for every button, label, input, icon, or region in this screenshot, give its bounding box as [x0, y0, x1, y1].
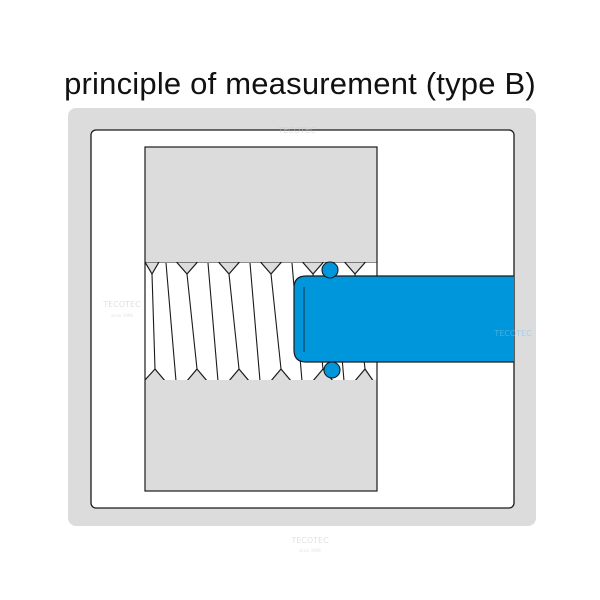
watermarks: TECOTEC TECOTEC since 1996 TECOTEC TECOT…	[102, 126, 532, 553]
watermark-brand-left: TECOTEC	[102, 300, 141, 309]
watermark-brand-right: TECOTEC	[493, 329, 532, 338]
gauge-plug	[293, 275, 514, 363]
upper-measuring-ball	[321, 261, 339, 279]
watermark-brand-bottom: TECOTEC	[290, 536, 329, 545]
watermark-brand-top: TECOTEC	[277, 126, 316, 135]
watermark-tagline-bottom: since 1996	[299, 548, 321, 553]
lower-measuring-ball	[323, 361, 341, 379]
page-title: principle of measurement (type B)	[64, 66, 536, 101]
watermark-tagline-left: since 1996	[111, 313, 133, 318]
